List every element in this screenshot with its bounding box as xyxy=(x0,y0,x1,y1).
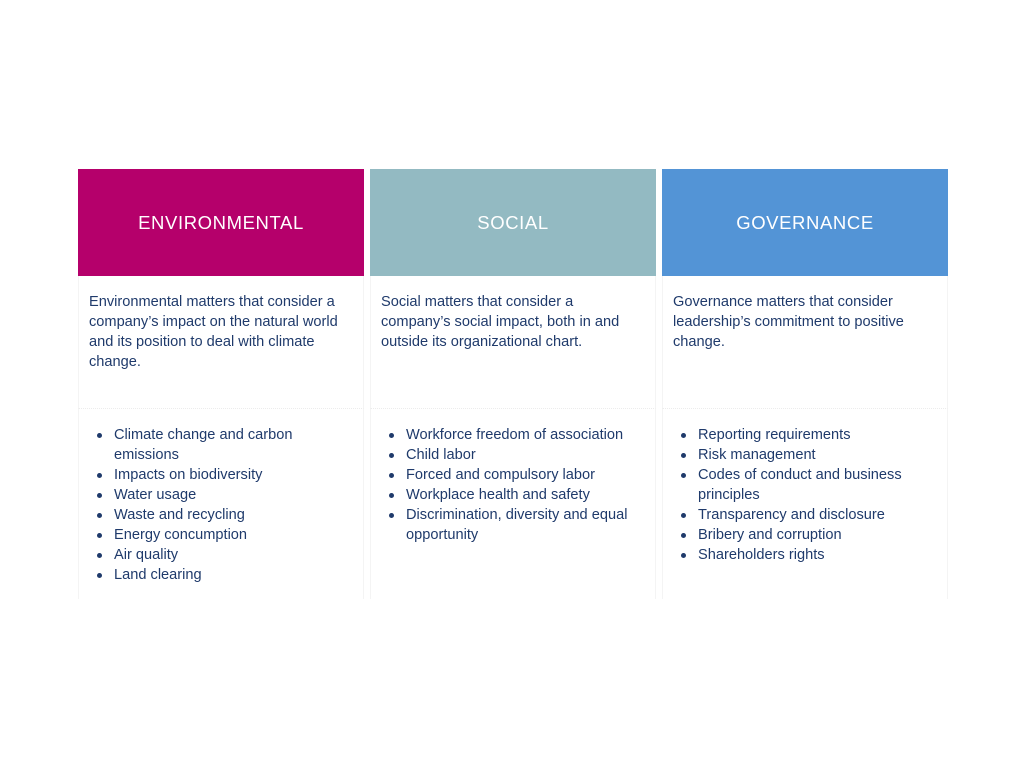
list-item: Workplace health and safety xyxy=(389,485,647,505)
list-item: Air quality xyxy=(97,545,355,565)
list-item: Workforce freedom of association xyxy=(389,425,647,445)
governance-items-cell: Reporting requirements Risk management C… xyxy=(662,409,948,599)
environmental-header-label: ENVIRONMENTAL xyxy=(138,211,304,233)
list-item: Land clearing xyxy=(97,565,355,585)
list-item: Waste and recycling xyxy=(97,505,355,525)
social-description: Social matters that consider a company’s… xyxy=(381,294,620,350)
list-item: Child labor xyxy=(389,445,647,465)
list-item: Transparency and disclosure xyxy=(681,505,939,525)
governance-description: Governance matters that consider leaders… xyxy=(673,294,904,350)
social-column: SOCIAL Social matters that consider a co… xyxy=(370,169,656,599)
environmental-items-cell: Climate change and carbon emissions Impa… xyxy=(78,409,364,599)
governance-header: GOVERNANCE xyxy=(662,169,948,276)
list-item: Reporting requirements xyxy=(681,425,939,445)
governance-header-label: GOVERNANCE xyxy=(736,211,874,233)
governance-column: GOVERNANCE Governance matters that consi… xyxy=(662,169,948,599)
social-header: SOCIAL xyxy=(370,169,656,276)
list-item: Risk management xyxy=(681,445,939,465)
environmental-description: Environmental matters that consider a co… xyxy=(89,294,338,370)
list-item: Discrimination, diversity and equal oppo… xyxy=(389,505,647,545)
list-item: Energy concumption xyxy=(97,525,355,545)
list-item: Climate change and carbon emissions xyxy=(97,425,355,465)
environmental-column: ENVIRONMENTAL Environmental matters that… xyxy=(78,169,364,599)
list-item: Impacts on biodiversity xyxy=(97,465,355,485)
environmental-header: ENVIRONMENTAL xyxy=(78,169,364,276)
governance-description-cell: Governance matters that consider leaders… xyxy=(662,276,948,409)
esg-table: ENVIRONMENTAL Environmental matters that… xyxy=(78,169,948,599)
list-item: Water usage xyxy=(97,485,355,505)
environmental-description-cell: Environmental matters that consider a co… xyxy=(78,276,364,409)
social-description-cell: Social matters that consider a company’s… xyxy=(370,276,656,409)
list-item: Forced and compulsory labor xyxy=(389,465,647,485)
social-items-cell: Workforce freedom of association Child l… xyxy=(370,409,656,599)
list-item: Bribery and corruption xyxy=(681,525,939,545)
social-header-label: SOCIAL xyxy=(477,211,549,233)
governance-items-list: Reporting requirements Risk management C… xyxy=(663,425,939,565)
list-item: Shareholders rights xyxy=(681,545,939,565)
environmental-items-list: Climate change and carbon emissions Impa… xyxy=(79,425,355,585)
social-items-list: Workforce freedom of association Child l… xyxy=(371,425,647,545)
list-item: Codes of conduct and business principles xyxy=(681,465,939,505)
